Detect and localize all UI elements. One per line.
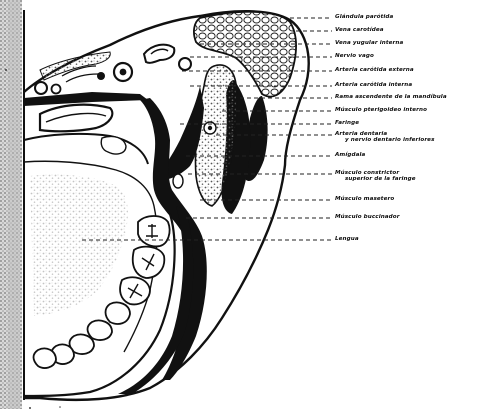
nasal-sweep [24,134,148,164]
label-vena-yugular-interna: Vena yugular interna [335,40,403,46]
label-rama-ascendente-mandibula: Rama ascendente de la mandíbula [335,94,447,100]
premolar-2 [88,320,113,340]
midline-structure-2 [52,85,61,94]
label-faringe: Faringe [335,120,359,126]
label-arteria-carotida-interna: Arteria carótida interna [335,82,412,88]
label-musculo-pterigoideo-interno: Músculo pterigoideo interno [335,107,427,113]
tonsil [173,174,183,188]
carotid-artery [179,58,191,70]
label-amigdala: Amígdala [335,152,365,158]
premolar-1 [106,302,131,323]
scan-edge-shade [8,0,20,409]
label-lengua: Lengua [335,236,359,242]
speck [59,406,61,408]
incisor-2 [34,348,57,368]
label-nervio-vago: Nervio vago [335,53,374,59]
tongue-stipple [30,174,128,316]
label-vena-carotidea: Vena carotídea [335,27,384,33]
speck [5,69,7,71]
external-carotid [144,45,174,63]
label-arteria-dentaria-line2: y nervio dentario inferiores [335,137,435,143]
label-glandula-parotida: Glándula parótida [335,14,393,20]
vagus-nerve [97,72,105,80]
label-musculo-constrictor-line1: Músculo constrictor [335,170,399,176]
label-musculo-constrictor: Músculo constrictor superior de la farin… [335,170,416,183]
label-arteria-dentaria: Arteria dentaria y nervio dentario infer… [335,131,435,144]
dental-artery [208,126,212,130]
palate-plate [40,105,112,132]
label-arteria-carotida-externa: Arteria carótida externa [335,67,414,73]
molar-1 [138,216,170,246]
label-musculo-constrictor-line2: superior de la faringe [335,176,416,182]
internal-jugular-vein-lumen [120,69,127,76]
label-musculo-buccinador: Músculo buccinador [335,214,400,220]
molar-3 [120,277,150,304]
midline-structure-1 [35,82,47,94]
label-musculo-masetero: Músculo masetero [335,196,394,202]
label-arteria-dentaria-line1: Arteria dentaria [335,131,387,137]
